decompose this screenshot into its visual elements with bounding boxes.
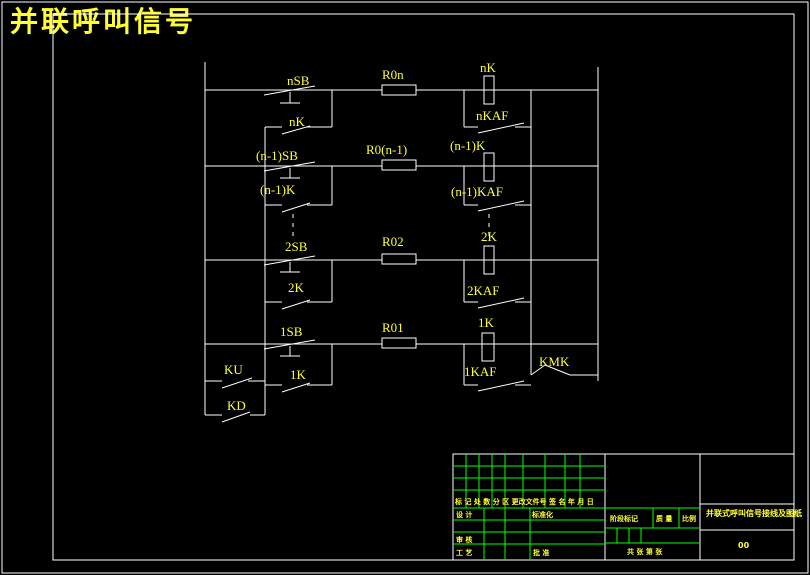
label-1kaf: 1KAF (464, 364, 497, 379)
label-2k-coil: 2K (481, 229, 498, 244)
label-kd: KD (227, 398, 246, 413)
resistor-r0n1 (381, 159, 417, 171)
label-ku: KU (224, 362, 243, 377)
tb-approve: 批 准 (533, 548, 549, 557)
tb-standardize: 标准化 (531, 510, 553, 519)
label-2k: 2K (288, 280, 305, 295)
resistor-r01 (381, 337, 417, 349)
resistor-r0n (381, 84, 417, 96)
page-title: 并联呼叫信号 (10, 5, 197, 38)
label-1sb: 1SB (280, 324, 303, 339)
label-2sb: 2SB (285, 239, 308, 254)
label-2kaf: 2KAF (467, 283, 500, 298)
coil-1k (481, 332, 495, 362)
label-1k: 1K (290, 367, 307, 382)
inner-frame (52, 13, 795, 561)
label-kmk: KMK (539, 354, 570, 369)
label-n1k: (n-1)K (260, 182, 296, 197)
coil-n1k (483, 152, 495, 182)
label-n1kaf: (n-1)KAF (451, 184, 503, 199)
label-nk: nK (289, 114, 306, 129)
title-block: 标 记 处 数 分 区 更改文件号 签 名 年 月 日 设 计 标准化 审 核 … (452, 453, 802, 561)
tb-review: 审 核 (456, 535, 472, 544)
tb-design: 设 计 (456, 510, 472, 519)
tb-weight: 质 量 (656, 514, 672, 523)
tb-drawing-name: 并联式呼叫信号接线及图纸 (706, 508, 802, 518)
tb-sheets: 共 张 第 张 (627, 547, 663, 556)
label-nkaf: nKAF (476, 108, 509, 123)
tb-process: 工 艺 (456, 548, 472, 557)
label-r0n: R0n (382, 67, 404, 82)
label-r0n1: R0(n-1) (366, 142, 407, 157)
label-r02: R02 (382, 234, 404, 249)
tb-code: 00 (738, 541, 750, 550)
label-r01: R01 (382, 320, 404, 335)
label-nk-coil: nK (480, 60, 497, 75)
coil-nk (483, 75, 495, 105)
label-nsb: nSB (287, 73, 310, 88)
tb-header: 标 记 处 数 分 区 更改文件号 签 名 年 月 日 (454, 497, 594, 506)
resistor-r02 (381, 253, 417, 265)
tb-stage: 阶段标记 (610, 514, 638, 523)
label-n1sb: (n-1)SB (256, 148, 298, 163)
label-1k-coil: 1K (478, 315, 495, 330)
tb-scale: 比例 (682, 514, 696, 523)
coil-2k (483, 245, 495, 275)
label-n1k-coil: (n-1)K (450, 138, 486, 153)
